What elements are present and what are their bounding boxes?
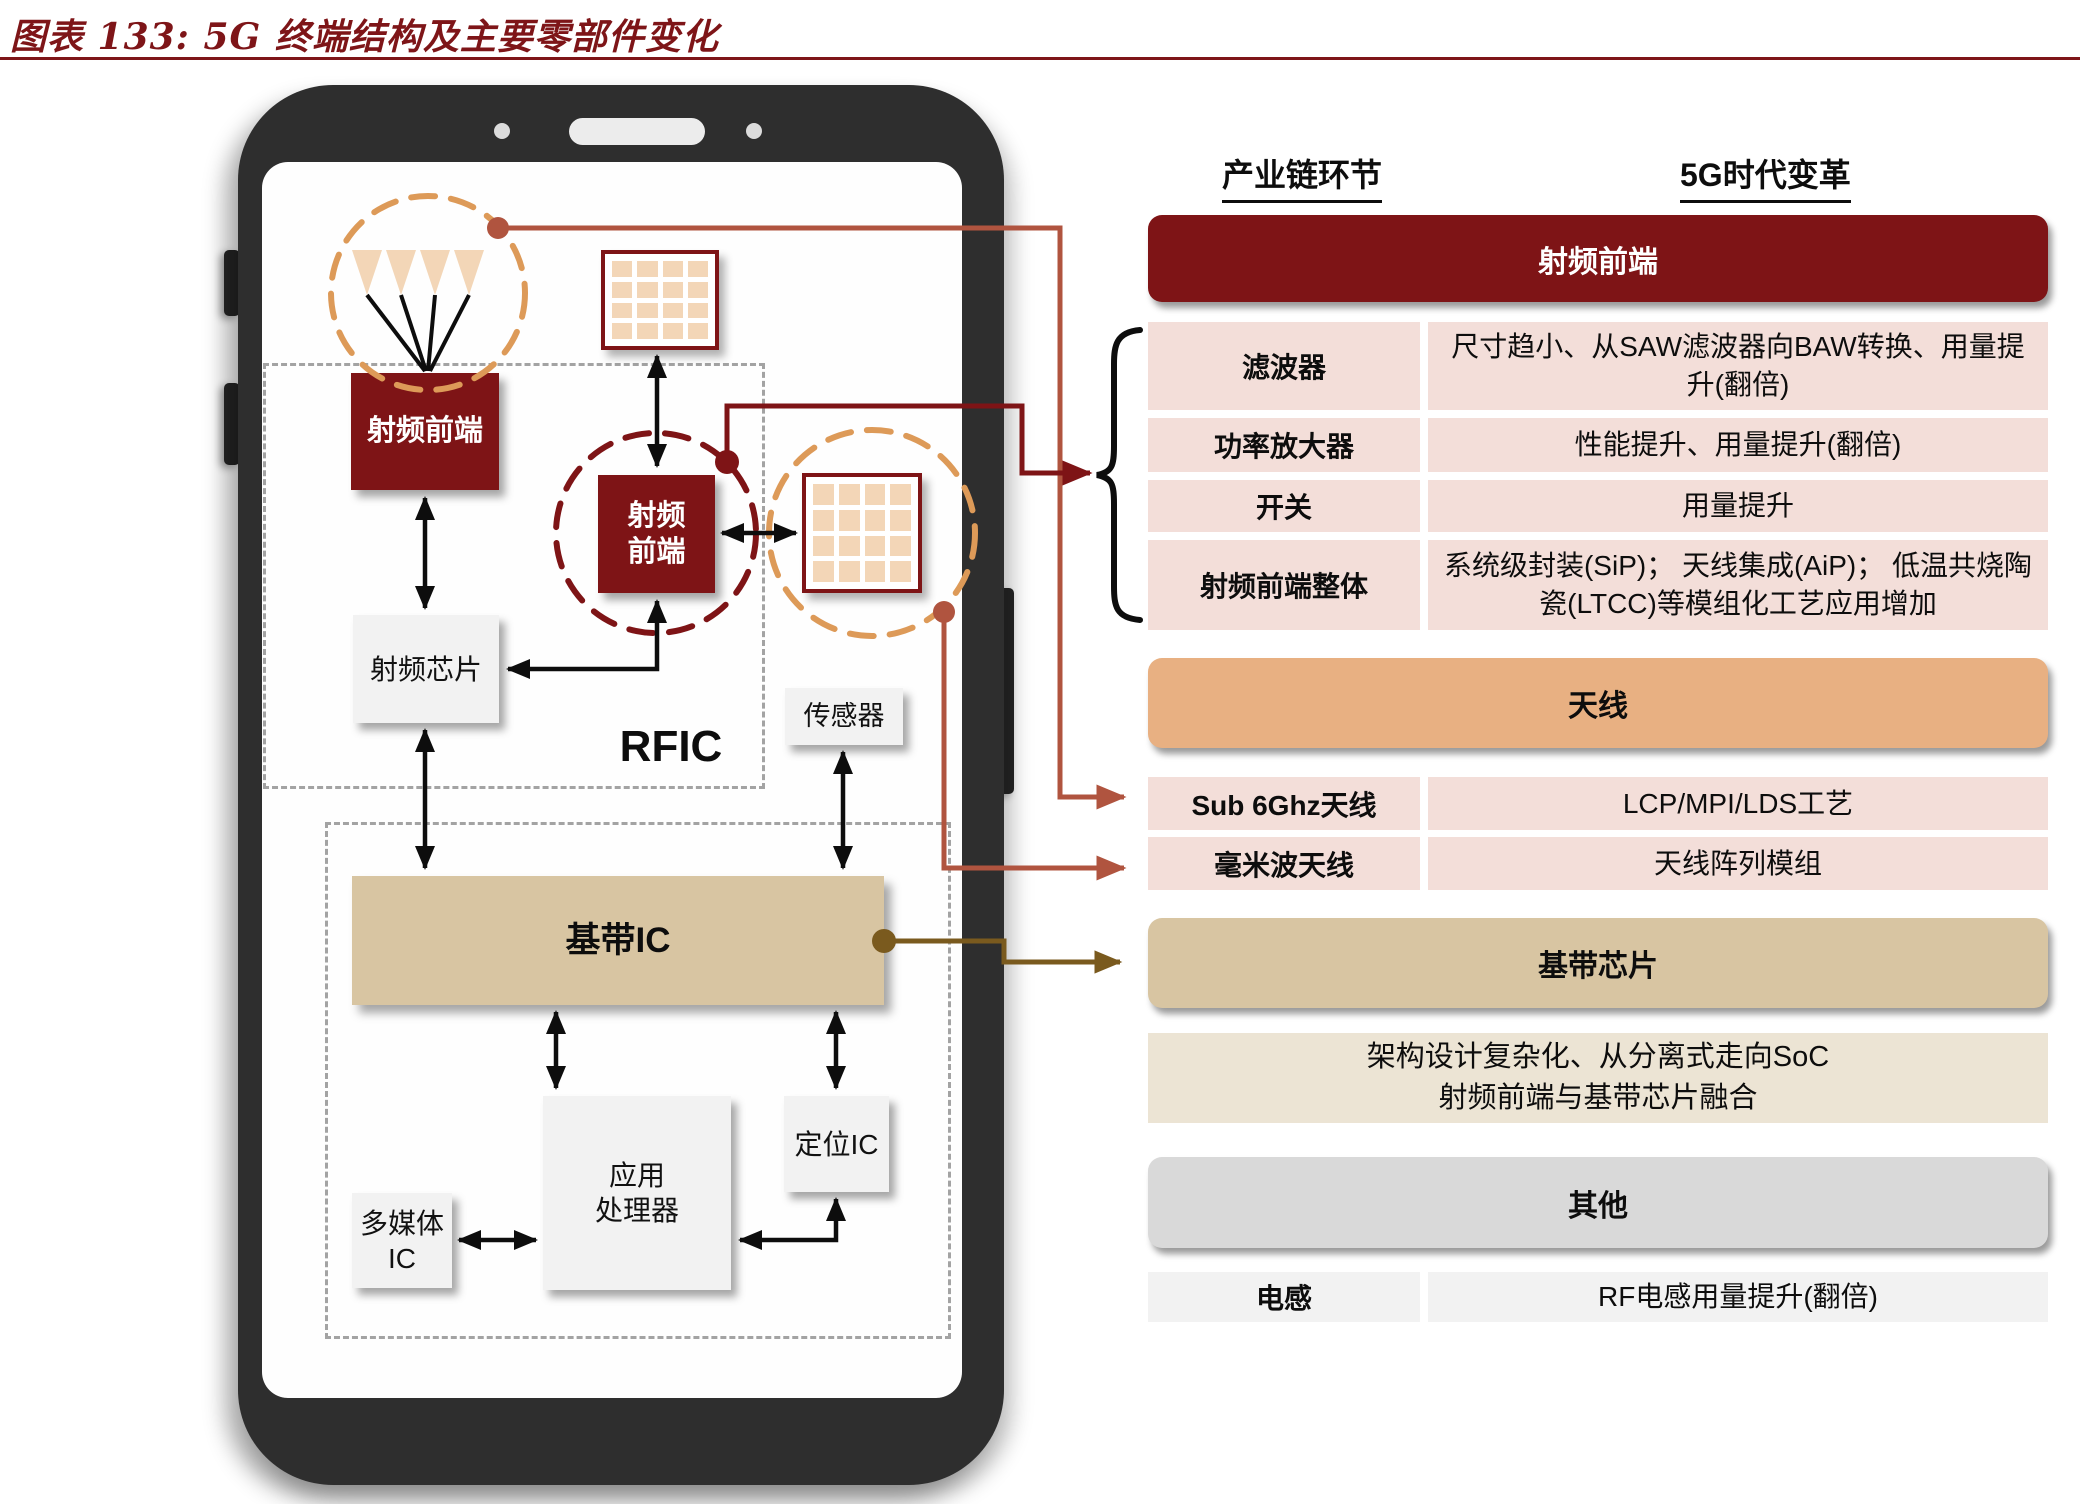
phone-camera-dot-left (494, 123, 510, 139)
section-bar-other: 其他 (1148, 1157, 2048, 1248)
row-value-mmwave-antenna: 天线阵列模组 (1428, 837, 2048, 890)
phone-volume-button-2 (224, 383, 240, 465)
row-label-mmwave-antenna: 毫米波天线 (1148, 837, 1420, 890)
rfic-label: RFIC (619, 722, 723, 771)
row-value-rf-frontend-overall: 系统级封装(SiP)； 天线集成(AiP)； 低温共烧陶瓷(LTCC)等模组化工… (1428, 540, 2048, 630)
application-processor-box: 应用 处理器 (543, 1096, 731, 1290)
antenna-array-grid-1 (601, 250, 719, 350)
row-value-switch: 用量提升 (1428, 480, 2048, 532)
antenna-array-grid-2 (802, 473, 922, 593)
row-label-filter: 滤波器 (1148, 322, 1420, 410)
phone-volume-button-1 (224, 250, 240, 316)
rf-frontend-box-1-label: 射频前端 (366, 415, 483, 448)
rf-rows-brace (1096, 327, 1143, 623)
sensor-label: 传感器 (803, 700, 885, 731)
rf-frontend-box-2: 射频 前端 (598, 475, 715, 593)
rf-chip-label: 射频芯片 (369, 653, 482, 685)
baseband-module-outline (325, 822, 951, 1339)
application-processor-label: 应用 处理器 (594, 1160, 679, 1226)
multimedia-ic-label: 多媒体 IC (359, 1207, 444, 1274)
section-bar-rf-frontend: 射频前端 (1148, 215, 2048, 302)
row-value-sub6ghz-antenna: LCP/MPI/LDS工艺 (1428, 777, 2048, 830)
baseband-ic-box: 基带IC (352, 876, 884, 1005)
column-header-5g-change: 5G时代变革 (1680, 150, 1851, 203)
rf-frontend-box-2-label: 射频 前端 (627, 499, 686, 568)
sensor-box: 传感器 (785, 688, 903, 745)
positioning-ic-box: 定位IC (784, 1096, 889, 1192)
row-value-filter: 尺寸趋小、从SAW滤波器向BAW转换、用量提升(翻倍) (1428, 322, 2048, 410)
row-label-switch: 开关 (1148, 480, 1420, 532)
row-label-rf-frontend-overall: 射频前端整体 (1148, 540, 1420, 630)
positioning-ic-label: 定位IC (794, 1128, 879, 1160)
figure-title: 图表 133: 5G 终端结构及主要零部件变化 (10, 16, 719, 58)
section-bar-baseband-chip: 基带芯片 (1148, 918, 2048, 1008)
baseband-note-line1: 架构设计复杂化、从分离式走向SoC (1366, 1041, 1830, 1074)
row-value-inductor: RF电感用量提升(翻倍) (1428, 1272, 2048, 1322)
section-bar-antenna: 天线 (1148, 658, 2048, 748)
phone-speaker-slot (569, 118, 705, 145)
row-value-power-amplifier: 性能提升、用量提升(翻倍) (1428, 418, 2048, 472)
baseband-note-line2: 射频前端与基带芯片融合 (1438, 1082, 1758, 1114)
title-underline (0, 57, 2080, 60)
row-label-inductor: 电感 (1148, 1272, 1420, 1322)
rf-frontend-box-1: 射频前端 (351, 373, 499, 490)
row-label-sub6ghz-antenna: Sub 6Ghz天线 (1148, 777, 1420, 830)
multimedia-ic-box: 多媒体 IC (352, 1193, 452, 1288)
baseband-ic-label: 基带IC (565, 920, 671, 960)
baseband-note-cell: 架构设计复杂化、从分离式走向SoC 射频前端与基带芯片融合 (1148, 1033, 2048, 1123)
row-label-power-amplifier: 功率放大器 (1148, 418, 1420, 472)
rf-chip-box: 射频芯片 (353, 615, 499, 723)
column-header-industry-chain: 产业链环节 (1222, 150, 1383, 203)
phone-camera-dot-right (746, 123, 762, 139)
